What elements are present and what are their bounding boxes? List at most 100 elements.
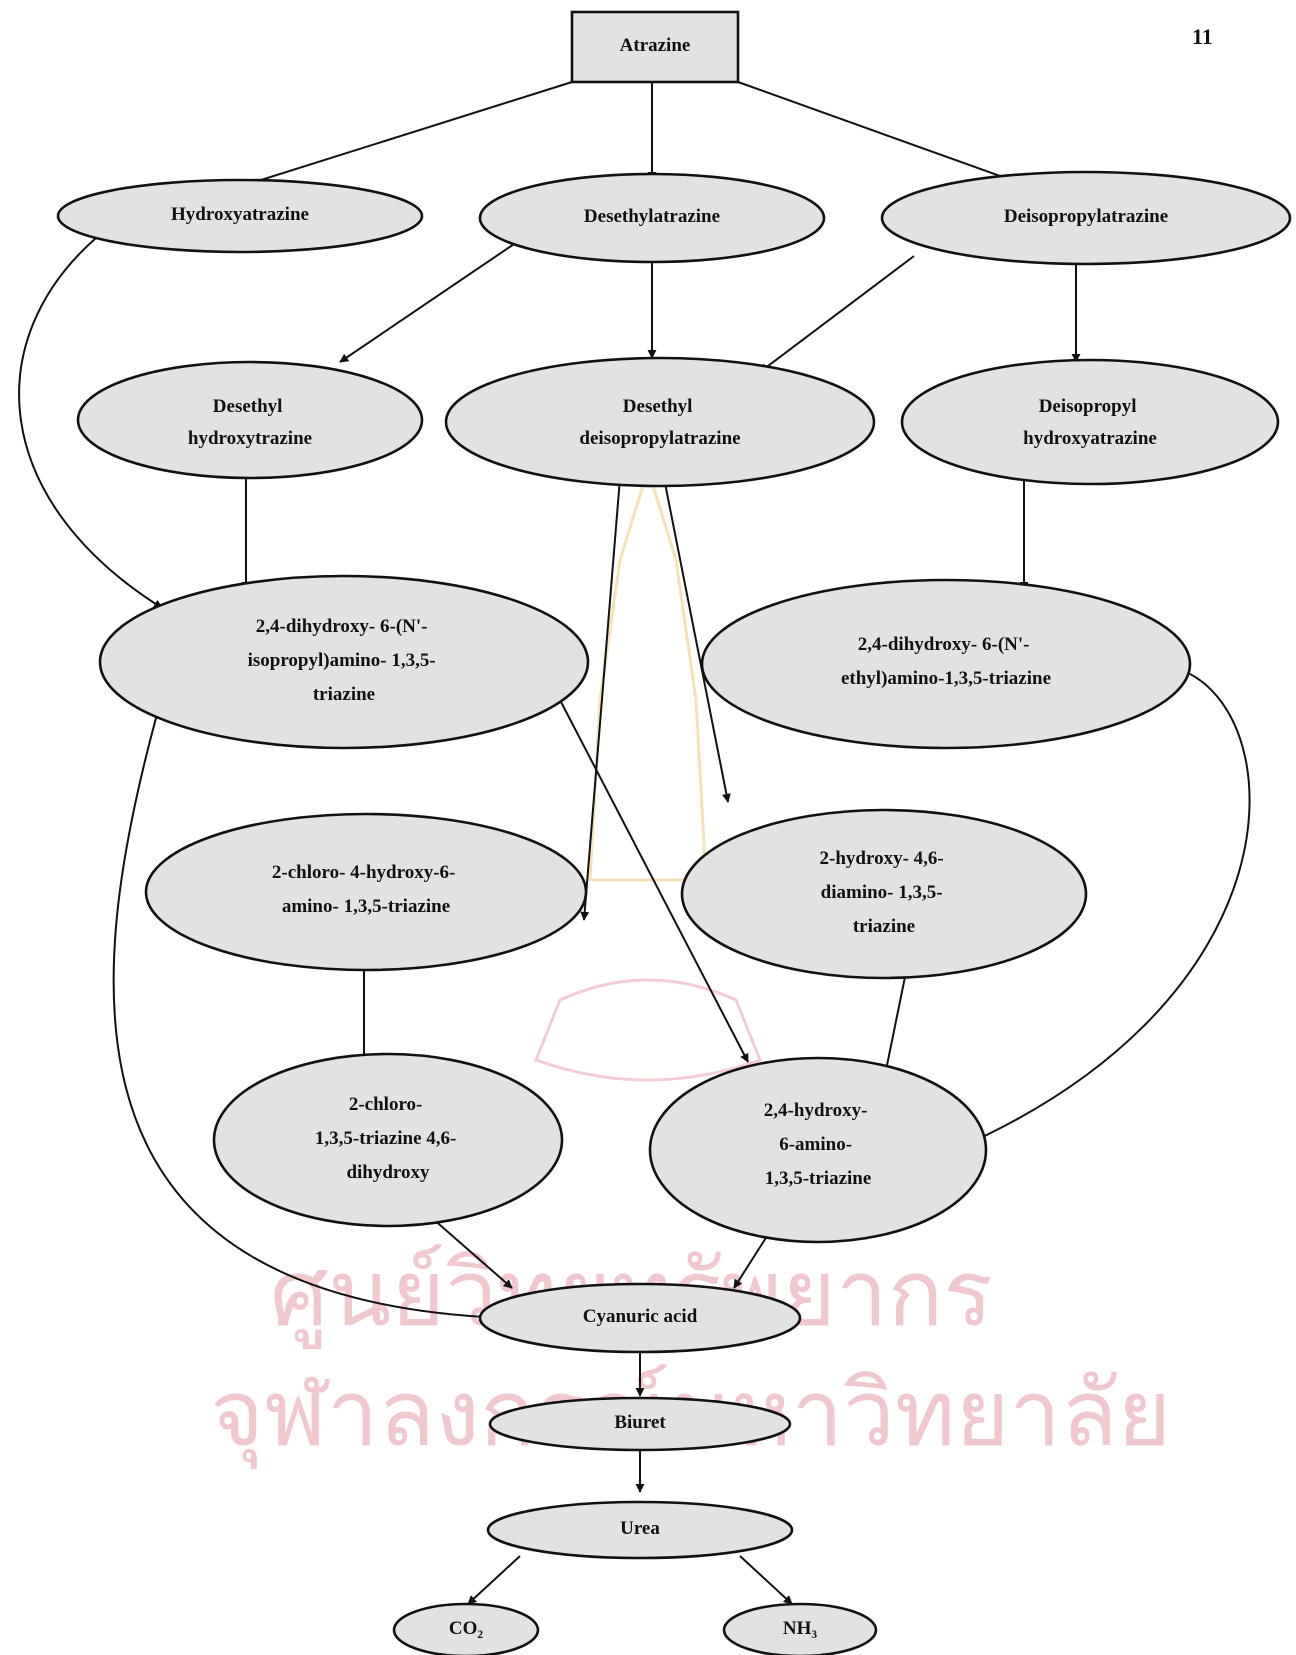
node-hydroxy-diamino-line-3: triazine [853,916,915,937]
node-biuret: Biuret [488,1396,792,1452]
node-biuret-label: Biuret [614,1412,666,1433]
node-hydroxyatrazine-ellipse [56,178,424,254]
node-hydroxy-diamino-line-2: diamino- 1,3,5- [821,882,943,903]
node-desethyl-deisopropylatrazine-line-2: deisopropylatrazine [579,428,740,449]
svg-text:Atrazine: Atrazine [620,35,691,56]
svg-text:2-chloro- 4-hydroxy-6- a: 2-chloro- 4-hydroxy-6- amino- 1,3,5-tria… [272,862,460,917]
svg-text:NH₃: NH₃ [783,1618,818,1639]
node-deisopropylatrazine-ellipse [880,170,1292,266]
node-chloro-hydroxy-amino-line-2: amino- 1,3,5-triazine [282,896,450,917]
svg-text:Biuret: Biuret [614,1412,666,1433]
svg-text:Desethyl deisopropylatra: Desethyl deisopropylatrazine [579,396,740,449]
node-dihydroxy-isopropylamino-triazine-ellipse [98,574,590,750]
node-nh3-ellipse [722,1602,878,1655]
edge-urea-co2 [467,1555,521,1605]
edge-desethylatrazine-desethyl-hydroxytrazine [339,239,521,363]
node-hydroxy-amino-line-2: 6-amino- [779,1134,852,1155]
node-deisopropyl-hydroxyatrazine: Deisopropyl hydroxyatrazine [900,358,1280,486]
edge-hydroxyatrazine-dihydroxy-isopropylamino [18,237,163,609]
node-chloro-hydroxy-amino-triazine-ellipse [144,812,588,972]
node-dihydroxy-isopropylamino-line-3: triazine [313,684,375,705]
node-desethyl-hydroxytrazine-line-1: Desethyl [213,396,283,417]
edge-atrazine-deisopropylatrazine [737,81,1029,188]
edge-deisopropylatrazine-desethyl-deisopropylatrazine [759,255,915,373]
node-hydroxy-amino-triazine: 2,4-hydroxy- 6-amino- 1,3,5-triazine [648,1056,988,1244]
edges [18,81,1251,1605]
node-atrazine: Atrazine [570,10,740,84]
node-urea-ellipse [486,1500,794,1560]
svg-text:Hydroxyatrazine: Hydroxyatrazine [171,204,309,225]
svg-text:2,4-dihydroxy- 6-(N'- is: 2,4-dihydroxy- 6-(N'- isopropyl)amino- 1… [248,616,441,705]
node-hydroxy-amino-line-3: 1,3,5-triazine [765,1168,872,1189]
svg-text:2-hydroxy- 4,6- diamino-: 2-hydroxy- 4,6- diamino- 1,3,5- triazine [820,848,949,937]
svg-text:Deisopropyl hydroxyatraz: Deisopropyl hydroxyatrazine [1023,396,1157,449]
node-nh3-label: NH₃ [783,1618,818,1639]
node-hydroxy-amino-line-1: 2,4-hydroxy- [764,1100,868,1121]
edge-desethyl-deisopropylatrazine-chloro-hydroxy-amino [580,477,621,921]
node-dihydroxy-ethylamino-line-2: ethyl)amino-1,3,5-triazine [841,668,1051,689]
svg-text:CO₂: CO₂ [449,1618,484,1639]
node-desethyl-hydroxytrazine-line-2: hydroxytrazine [188,428,312,449]
edge-dihydroxy-isopropylamino-hydroxy-amino [559,699,749,1063]
edge-hydroxy-diamino-hydroxy-amino [881,971,907,1081]
svg-text:Cyanuric acid: Cyanuric acid [583,1306,698,1327]
edge-dihydroxy-isopropylamino-cyanuric-acid [112,717,505,1323]
node-desethyl-deisopropylatrazine-line-1: Desethyl [623,396,693,417]
page-number: 11 [1192,24,1213,49]
svg-text:2-chloro- 1,3,5-triazine: 2-chloro- 1,3,5-triazine 4,6- dihydroxy [315,1094,461,1183]
edge-chloro-dihydroxy-cyanuric-acid [431,1217,513,1289]
node-dihydroxy-ethylamino-triazine: 2,4-dihydroxy- 6-(N'- ethyl)amino-1,3,5-… [700,578,1192,750]
edge-atrazine-hydroxyatrazine [241,81,573,188]
svg-text:Urea: Urea [620,1518,660,1539]
node-hydroxyatrazine: Hydroxyatrazine [56,178,424,254]
node-cyanuric-acid-ellipse [478,1282,802,1354]
node-dihydroxy-isopropylamino-line-1: 2,4-dihydroxy- 6-(N'- [256,616,428,637]
node-desethylatrazine-label: Desethylatrazine [584,206,720,227]
edge-dihydroxy-ethylamino-hydroxy-amino [953,671,1251,1151]
node-hydroxy-diamino-line-1: 2-hydroxy- 4,6- [820,848,944,869]
node-atrazine-box [570,10,740,84]
node-hydroxyatrazine-label: Hydroxyatrazine [171,204,309,225]
svg-text:2,4-dihydroxy- 6-(N'- et: 2,4-dihydroxy- 6-(N'- ethyl)amino-1,3,5-… [841,634,1051,689]
node-desethyl-deisopropylatrazine-ellipse [444,356,876,488]
node-cyanuric-acid-label: Cyanuric acid [583,1306,698,1327]
svg-text:Deisopropylatrazine: Deisopropylatrazine [1004,206,1168,227]
node-co2-ellipse [392,1602,540,1655]
node-co2-label: CO₂ [449,1618,484,1639]
node-deisopropyl-hydroxyatrazine-line-1: Deisopropyl [1039,396,1137,417]
node-desethyl-hydroxytrazine-ellipse [76,360,424,480]
node-chloro-hydroxy-amino-line-1: 2-chloro- 4-hydroxy-6- [272,862,455,883]
node-urea: Urea [486,1500,794,1560]
node-chloro-dihydroxy-line-3: dihydroxy [346,1162,430,1183]
node-deisopropyl-hydroxyatrazine-line-2: hydroxyatrazine [1023,428,1157,449]
edge-desethyl-deisopropylatrazine-hydroxy-diamino [663,477,731,803]
svg-text:Desethyl hydroxytrazine: Desethyl hydroxytrazine [188,396,312,449]
node-nh3: NH₃ [722,1602,878,1655]
node-dihydroxy-ethylamino-line-1: 2,4-dihydroxy- 6-(N'- [858,634,1030,655]
node-desethyl-hydroxytrazine: Desethyl hydroxytrazine [76,360,424,480]
node-dihydroxy-ethylamino-triazine-ellipse [700,578,1192,750]
node-hydroxy-diamino-triazine-ellipse [680,808,1088,980]
node-atrazine-label: Atrazine [620,35,691,56]
node-chloro-triazine-dihydroxy-ellipse [212,1052,564,1228]
node-chloro-dihydroxy-line-1: 2-chloro- [349,1094,423,1115]
node-dihydroxy-isopropylamino-triazine: 2,4-dihydroxy- 6-(N'- isopropyl)amino- 1… [98,574,590,750]
node-desethyl-deisopropylatrazine: Desethyl deisopropylatrazine [444,356,876,488]
edge-urea-nh3 [739,1555,793,1605]
node-chloro-hydroxy-amino-triazine: 2-chloro- 4-hydroxy-6- amino- 1,3,5-tria… [144,812,588,972]
node-deisopropylatrazine-label: Deisopropylatrazine [1004,206,1168,227]
node-hydroxy-amino-triazine-ellipse [648,1056,988,1244]
node-dihydroxy-isopropylamino-line-2: isopropyl)amino- 1,3,5- [248,650,436,671]
node-deisopropyl-hydroxyatrazine-ellipse [900,358,1280,486]
node-chloro-dihydroxy-line-2: 1,3,5-triazine 4,6- [315,1128,456,1149]
node-cyanuric-acid: Cyanuric acid [478,1282,802,1354]
node-co2: CO₂ [392,1602,540,1655]
node-desethylatrazine-ellipse [478,172,826,264]
node-hydroxy-diamino-triazine: 2-hydroxy- 4,6- diamino- 1,3,5- triazine [680,808,1088,980]
node-deisopropylatrazine: Deisopropylatrazine [880,170,1292,266]
node-desethylatrazine: Desethylatrazine [478,172,826,264]
node-chloro-triazine-dihydroxy: 2-chloro- 1,3,5-triazine 4,6- dihydroxy [212,1052,564,1228]
svg-text:2,4-hydroxy- 6-amino-: 2,4-hydroxy- 6-amino- 1,3,5-triazine [764,1100,872,1189]
svg-text:Desethylatrazine: Desethylatrazine [584,206,720,227]
